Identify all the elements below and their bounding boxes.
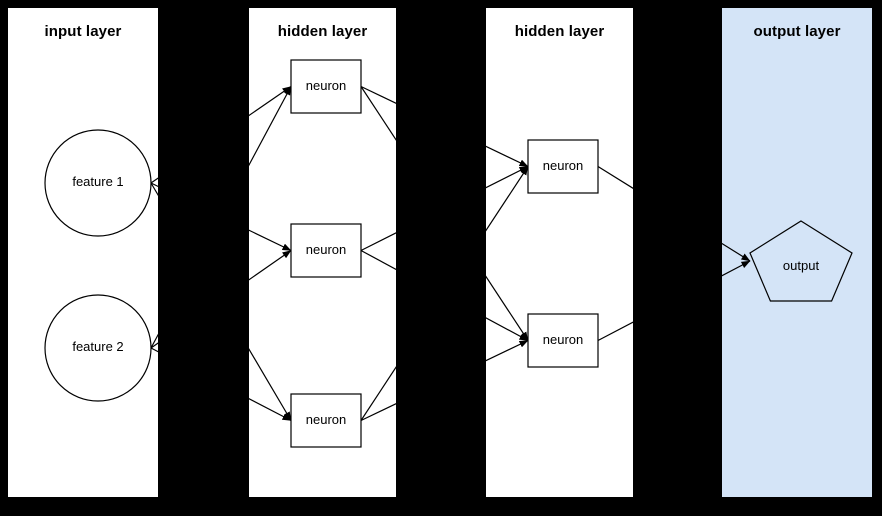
layer-title-output-layer: output layer	[753, 23, 841, 40]
connection-hidden-1-neuron-3-to-hidden-2-neuron-2	[360, 339, 529, 422]
connection-hidden-1-neuron-2-to-hidden-2-neuron-1	[360, 165, 529, 252]
connection-feature-2-to-hidden-1-neuron-2	[150, 250, 292, 349]
layer-title-input-layer: input layer	[44, 23, 122, 40]
connection-feature-1-to-hidden-1-neuron-1	[150, 86, 292, 184]
connection-hidden-1-neuron-1-to-hidden-2-neuron-2	[360, 86, 529, 341]
layer-title-hidden-layer-2: hidden layer	[514, 23, 605, 40]
connection-hidden-1-neuron-2-to-hidden-2-neuron-2	[360, 249, 529, 342]
layer-panel-input-layer: input layer	[8, 8, 158, 497]
connection-hidden-1-neuron-1-to-hidden-2-neuron-1	[360, 85, 529, 168]
connection-group	[150, 85, 751, 422]
connection-feature-1-to-hidden-1-neuron-3	[150, 182, 292, 421]
connection-hidden-2-neuron-2-to-output-node	[597, 260, 751, 342]
connection-feature-2-to-hidden-1-neuron-1	[150, 86, 292, 349]
connection-feature-1-to-hidden-1-neuron-2	[150, 182, 292, 252]
layer-title-hidden-layer-1: hidden layer	[277, 23, 368, 40]
connection-hidden-2-neuron-1-to-output-node	[597, 165, 751, 262]
connection-hidden-1-neuron-3-to-hidden-2-neuron-1	[360, 166, 529, 421]
layer-panel-hidden-layer-2: hidden layer	[486, 8, 633, 497]
